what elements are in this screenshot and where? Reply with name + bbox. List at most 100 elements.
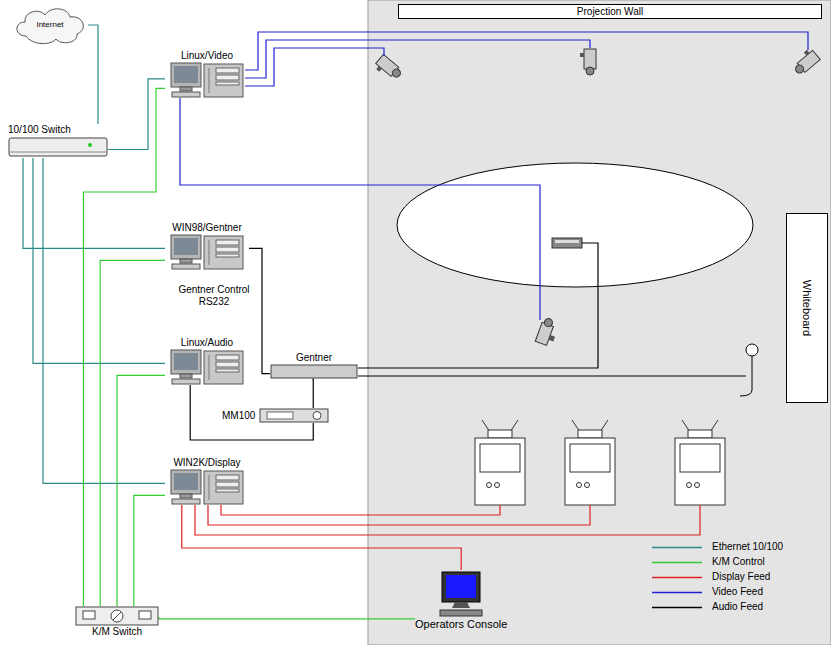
cable-connector <box>249 248 270 373</box>
drive-bay <box>216 82 239 85</box>
screen <box>174 353 198 370</box>
conference-table <box>397 163 753 287</box>
operator-console: Operators Console <box>415 570 507 631</box>
drawing-part <box>391 67 402 78</box>
drawing-part <box>680 444 720 472</box>
device-knob <box>313 412 321 420</box>
node-label: Internet <box>36 19 63 31</box>
cable-connector <box>134 495 165 606</box>
case-edge <box>209 68 210 93</box>
monitor <box>171 350 201 374</box>
drive-bay <box>216 362 239 367</box>
drawing-part <box>695 483 700 488</box>
node-label: Linux/Audio <box>181 337 233 349</box>
keyboard <box>172 264 200 269</box>
km-switch: K/M Switch <box>75 606 159 638</box>
node-label: Operators Console <box>415 618 507 631</box>
case-edge <box>209 240 210 265</box>
computer-icon <box>169 62 245 98</box>
network-switch: 10/100 Switch <box>8 124 108 158</box>
cable-connector <box>182 505 461 570</box>
case-edge <box>209 355 210 380</box>
computer: WIN2K/Display <box>165 457 249 505</box>
audio-device: MM100 <box>222 408 329 423</box>
keyboard <box>172 379 200 384</box>
drive-bay <box>216 240 239 245</box>
drive-bay <box>216 369 239 372</box>
legend-text: Ethernet 10/100 <box>712 541 783 553</box>
drawing-part <box>578 430 602 438</box>
drive-bay <box>216 475 239 480</box>
node-label: WIN98/Gentner <box>172 222 241 234</box>
drive-bay <box>216 489 239 492</box>
drawing-part <box>570 444 610 472</box>
node-label: 10/100 Switch <box>8 124 71 136</box>
tower-case <box>204 64 243 97</box>
drawing-part <box>580 53 584 57</box>
drawing-part <box>358 243 598 368</box>
legend-sample-line <box>652 577 702 579</box>
drawing-part <box>376 66 382 72</box>
node-label: Projection Wall <box>577 6 643 18</box>
projector <box>790 47 820 76</box>
drawing-part <box>245 32 808 70</box>
km-case <box>76 607 158 625</box>
drawing-part <box>794 63 805 74</box>
selector-knob <box>111 610 123 622</box>
cable-connector <box>88 25 98 124</box>
microphone <box>740 344 758 396</box>
computer-icon <box>169 234 245 270</box>
device-case <box>260 409 328 422</box>
monitor-stand <box>452 602 470 608</box>
drawing-part <box>687 483 692 488</box>
edge-label: Gentner Control RS232 <box>172 284 256 308</box>
drawing-part <box>487 483 492 488</box>
status-led <box>88 143 92 147</box>
monitor <box>171 63 201 87</box>
computer: Linux/Video <box>165 50 249 98</box>
monitor-stand <box>180 494 192 498</box>
port <box>139 611 151 619</box>
drive-bay <box>216 482 239 487</box>
drawing-part <box>577 483 582 488</box>
drawing-part <box>675 438 725 505</box>
table-device <box>552 238 582 248</box>
whiteboard: Whiteboard <box>786 213 828 403</box>
monitor-stand <box>180 374 192 378</box>
monitor <box>171 235 201 259</box>
operator-console-icon <box>438 570 484 618</box>
keyboard <box>172 92 200 97</box>
legend-text: Video Feed <box>712 586 763 598</box>
screen <box>174 238 198 255</box>
drawing-part <box>804 50 810 56</box>
display-feed-wire <box>195 505 700 535</box>
drawing-part <box>585 483 590 488</box>
drawing-part <box>208 505 590 525</box>
node-label: MM100 <box>222 410 255 422</box>
audio-device-icon <box>259 408 329 423</box>
drawing-part <box>555 240 579 243</box>
video-feed-wire <box>180 32 808 320</box>
cable-connector <box>159 617 415 619</box>
screen <box>446 575 476 598</box>
computer: WIN98/Gentner <box>165 222 249 270</box>
projector <box>373 54 403 83</box>
keyboard <box>172 499 200 504</box>
node-label: Whiteboard <box>801 280 813 336</box>
legend-text: Display Feed <box>712 571 770 583</box>
drive-bay <box>216 247 239 252</box>
node-label: Gentner <box>296 352 332 364</box>
projection-wall: Projection Wall <box>398 4 822 19</box>
computer-icon <box>169 469 245 505</box>
legend-sample-line <box>652 592 702 594</box>
knob-mark <box>113 612 121 620</box>
legend-sample-line <box>652 547 702 549</box>
drawing-part <box>245 40 590 78</box>
audio-mixer: Gentner <box>270 352 358 379</box>
drive-bay <box>216 254 239 257</box>
television <box>675 420 725 505</box>
cloud-outline <box>17 9 83 44</box>
drive-bay <box>216 75 239 80</box>
